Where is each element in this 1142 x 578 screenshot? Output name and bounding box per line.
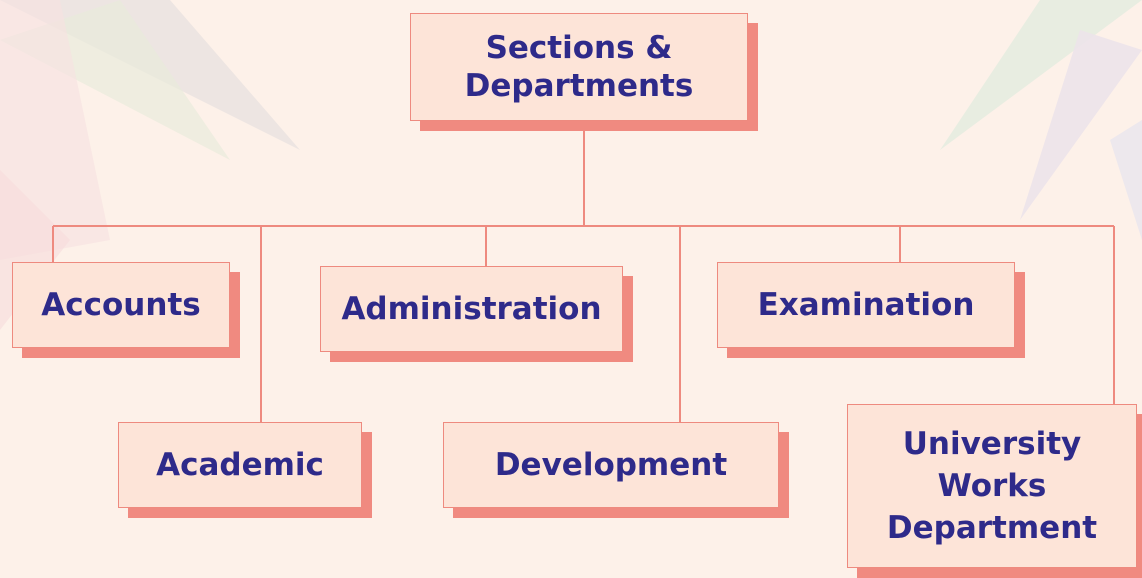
- node-development-label: Development: [494, 447, 728, 483]
- root-node-face: Sections & Departments: [410, 13, 748, 121]
- node-academic-face: Academic: [118, 422, 362, 508]
- node-accounts: Accounts: [12, 262, 240, 358]
- node-examination-label: Examination: [757, 287, 975, 323]
- connector-lines: [52, 122, 1115, 422]
- node-accounts-label: Accounts: [41, 287, 201, 323]
- node-development: Development: [443, 422, 789, 518]
- root-node-label: Sections & Departments: [464, 30, 694, 104]
- node-academic-label: Academic: [156, 447, 324, 483]
- node-examination: Examination: [717, 262, 1025, 358]
- node-examination-face: Examination: [717, 262, 1015, 348]
- node-administration: Administration: [320, 266, 633, 362]
- node-accounts-face: Accounts: [12, 262, 230, 348]
- node-development-face: Development: [443, 422, 779, 508]
- node-administration-label: Administration: [341, 291, 602, 327]
- node-administration-face: Administration: [320, 266, 623, 352]
- node-university-works-face: University Works Department: [847, 404, 1137, 568]
- root-node: Sections & Departments: [410, 13, 758, 131]
- background-decoration: [0, 0, 1142, 330]
- node-university-works-label: University Works Department: [886, 426, 1098, 546]
- node-university-works: University Works Department: [847, 404, 1142, 578]
- node-academic: Academic: [118, 422, 372, 518]
